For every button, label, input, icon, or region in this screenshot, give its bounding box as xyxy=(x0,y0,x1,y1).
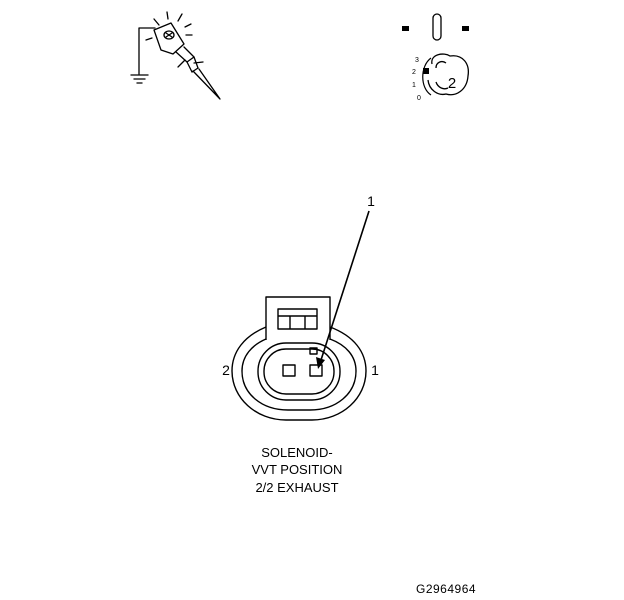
key-position-3: 3 xyxy=(415,57,419,64)
callout-number: 1 xyxy=(367,193,375,209)
caption-line-1: SOLENOID- xyxy=(261,445,333,460)
callout-leader xyxy=(316,210,370,369)
connector-face xyxy=(231,296,367,421)
caption-line-2: VVT POSITION xyxy=(252,462,343,477)
test-probe-icon xyxy=(138,11,221,100)
ignition-switch-icon xyxy=(402,13,469,96)
pin-label-left: 2 xyxy=(222,362,230,378)
pin-label-right: 1 xyxy=(371,362,379,378)
key-position-label: 2 xyxy=(448,75,456,92)
key-position-2: 2 xyxy=(412,69,416,76)
key-position-1: 1 xyxy=(412,82,416,89)
caption-line-3: 2/2 EXHAUST xyxy=(255,480,338,495)
key-position-0: 0 xyxy=(417,95,421,102)
ground-icon xyxy=(130,74,149,84)
figure-id: G2964964 xyxy=(416,582,476,596)
